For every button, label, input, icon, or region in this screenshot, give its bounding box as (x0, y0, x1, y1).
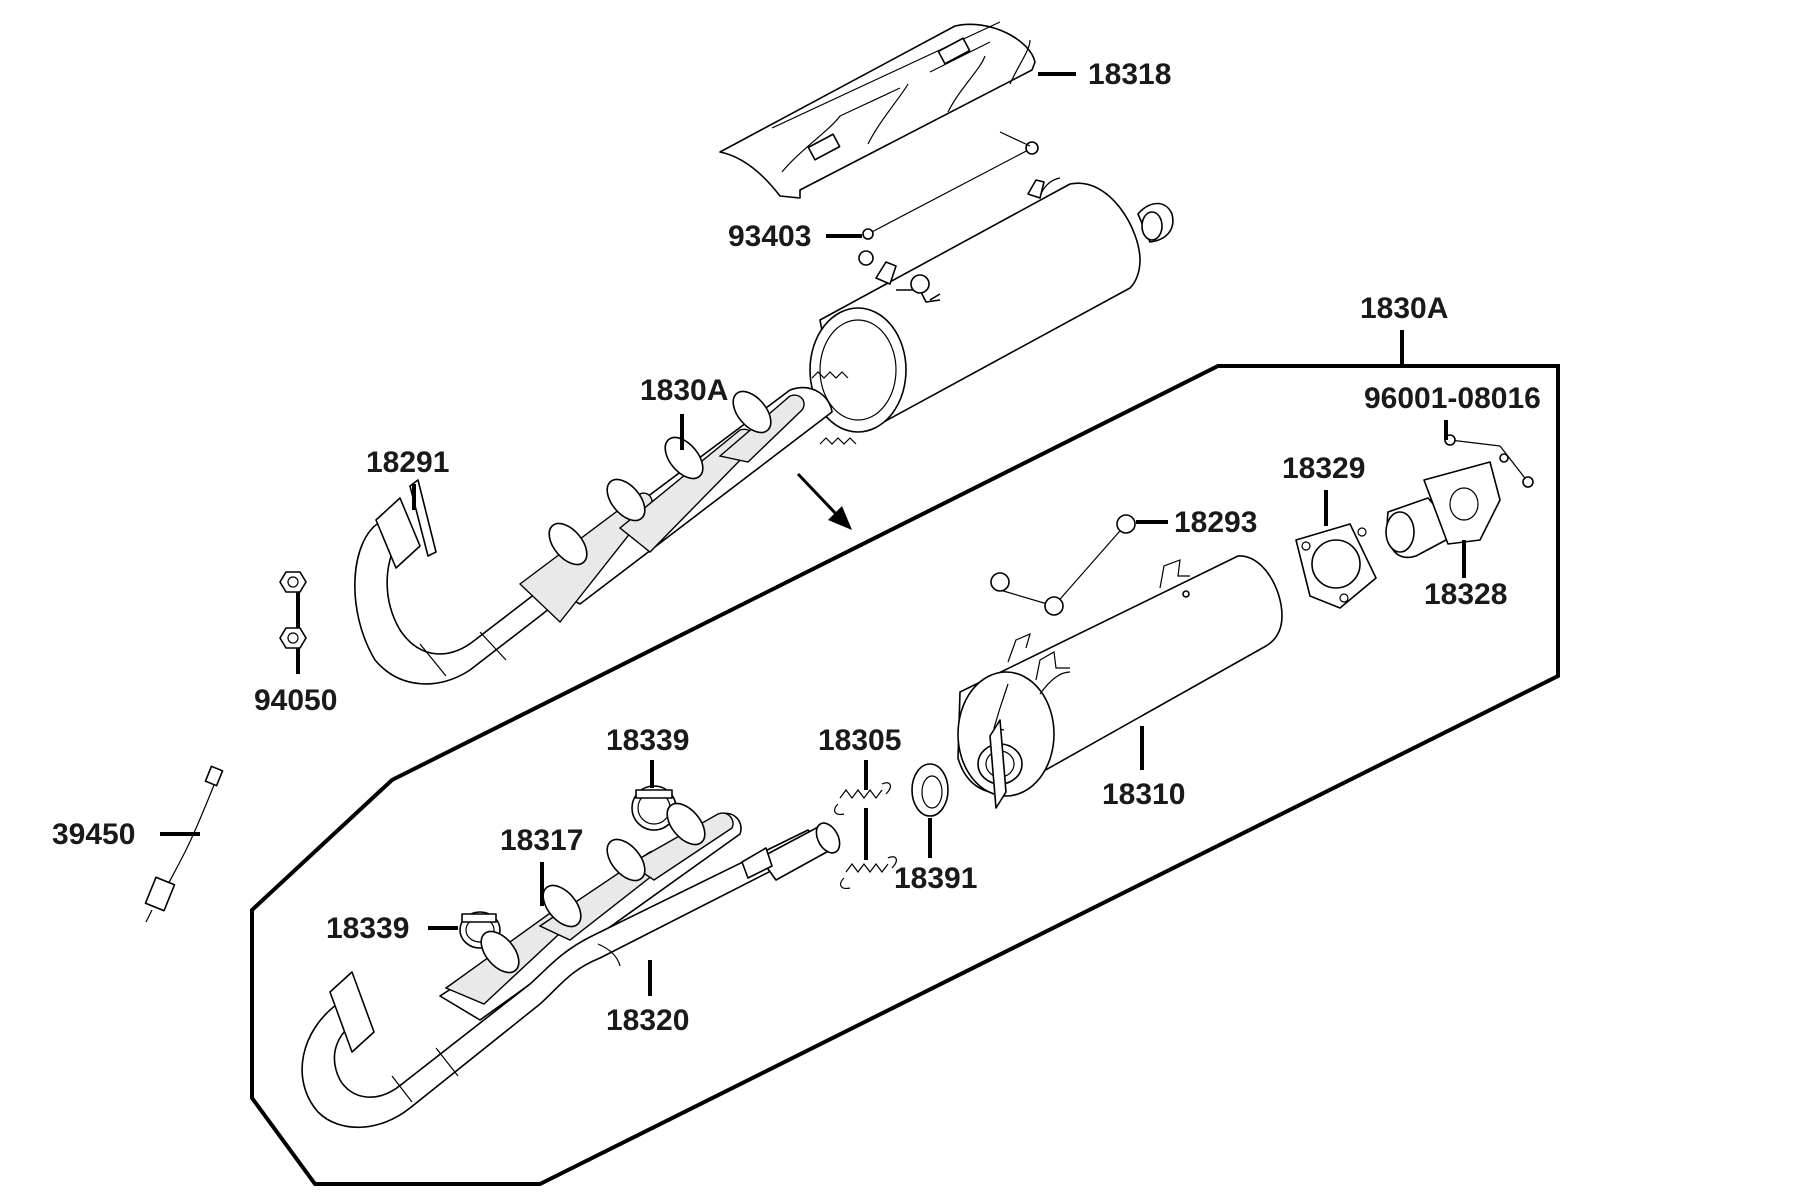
callout-96001: 96001-08016 (1364, 382, 1541, 415)
upper-muffler (809, 177, 1174, 433)
upper-header-pipe (354, 371, 857, 685)
shield-18317 (439, 802, 742, 1021)
stay-18293 (990, 514, 1136, 616)
callout-18310: 18310 (1102, 778, 1185, 811)
gasket-18329 (1295, 523, 1377, 609)
callout-18320: 18320 (606, 1004, 689, 1037)
callout-94050: 94050 (254, 684, 337, 717)
callout-39450: 39450 (52, 818, 135, 851)
gasket-18391 (911, 763, 949, 817)
gasket-18291 (409, 479, 437, 557)
callout-1830A-top: 1830A (640, 374, 728, 407)
springs-18305 (834, 782, 897, 889)
kit-frame (250, 364, 1560, 1186)
callout-18328: 18328 (1424, 578, 1507, 611)
callout-1830A-kit: 1830A (1360, 292, 1448, 325)
callout-18339-top: 18339 (606, 724, 689, 757)
callout-93403: 93403 (728, 220, 811, 253)
heat-shield (719, 21, 1036, 199)
callout-18293: 18293 (1174, 506, 1257, 539)
callout-18391: 18391 (894, 862, 977, 895)
callout-18329: 18329 (1282, 452, 1365, 485)
tailpipe-18328 (1385, 461, 1501, 559)
header-pipe-18320 (301, 822, 841, 1129)
sensor-39450 (144, 765, 224, 923)
muffler-18310 (957, 555, 1283, 809)
arrow-indicator (796, 472, 852, 530)
callout-18339-left: 18339 (326, 912, 409, 945)
callout-18317: 18317 (500, 824, 583, 857)
nuts-94050 (279, 571, 307, 649)
callout-18305: 18305 (818, 724, 901, 757)
bolt-93403 (862, 131, 1039, 240)
callout-18291: 18291 (366, 446, 449, 479)
callout-18318: 18318 (1088, 58, 1171, 91)
